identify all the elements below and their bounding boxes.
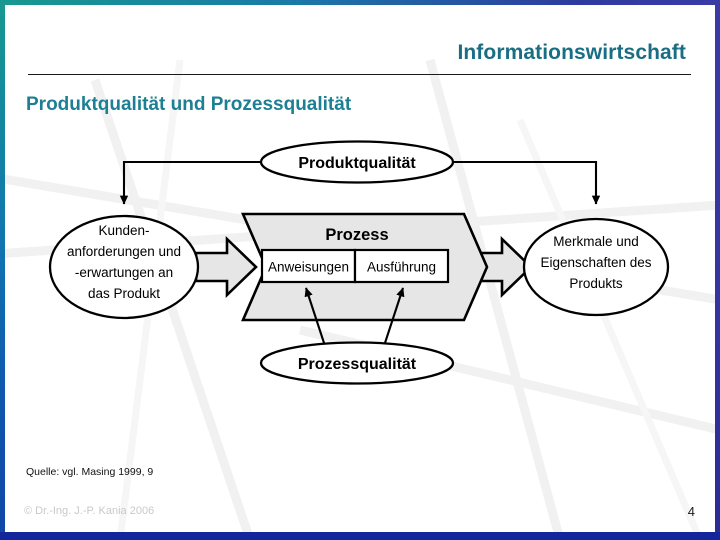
node-merkmale-line1: Merkmale und [553,234,639,249]
page-number: 4 [687,504,695,519]
copyright-note: © Dr.-Ing. J.-P. Kania 2006 [24,505,155,517]
node-anweisungen[interactable]: Anweisungen [260,248,357,284]
connector-produktqualitaet-to-kunden [119,160,261,205]
frame-left-border [0,0,5,540]
node-produktqualitaet-label: Produktqualität [298,155,416,172]
node-kundenanforderungen-line1: Kunden- [98,223,149,238]
node-prozessqualitaet[interactable]: Prozessqualität [259,341,455,385]
node-produktqualitaet[interactable]: Produktqualität [259,140,455,184]
page-title: Informationswirtschaft [457,41,686,64]
node-kundenanforderungen[interactable]: Kunden- anforderungen und -erwartungen a… [48,214,200,320]
connector-prozessqualitaet-to-anweisungen [304,287,326,347]
diagram-canvas: Prozess Anweisungen Ausführung Produktqu… [48,140,670,385]
node-ausfuehrung[interactable]: Ausführung [353,248,450,284]
frame-bottom-border [0,532,720,540]
node-kundenanforderungen-line4: das Produkt [88,286,160,301]
frame-right-border [715,0,720,540]
node-ausfuehrung-label: Ausführung [367,260,436,275]
node-merkmale[interactable]: Merkmale und Eigenschaften des Produkts [522,217,670,317]
connector-produktqualitaet-to-merkmale [452,160,601,205]
node-prozess-label: Prozess [325,226,388,244]
node-merkmale-line2: Eigenschaften des [540,255,651,270]
connector-prozessqualitaet-to-ausfuehrung [383,287,405,347]
block-arrow-kunden-to-prozess [194,235,258,299]
node-anweisungen-label: Anweisungen [268,260,349,275]
node-kundenanforderungen-line3: -erwartungen an [75,265,173,280]
node-kundenanforderungen-line2: anforderungen und [67,244,181,259]
node-prozessqualitaet-label: Prozessqualität [298,356,417,373]
node-merkmale-line3: Produkts [569,276,623,291]
header-divider [28,74,691,75]
source-note: Quelle: vgl. Masing 1999, 9 [26,466,154,478]
frame-top-border [0,0,720,5]
slide-subtitle: Produktqualität und Prozessqualität [26,94,352,115]
